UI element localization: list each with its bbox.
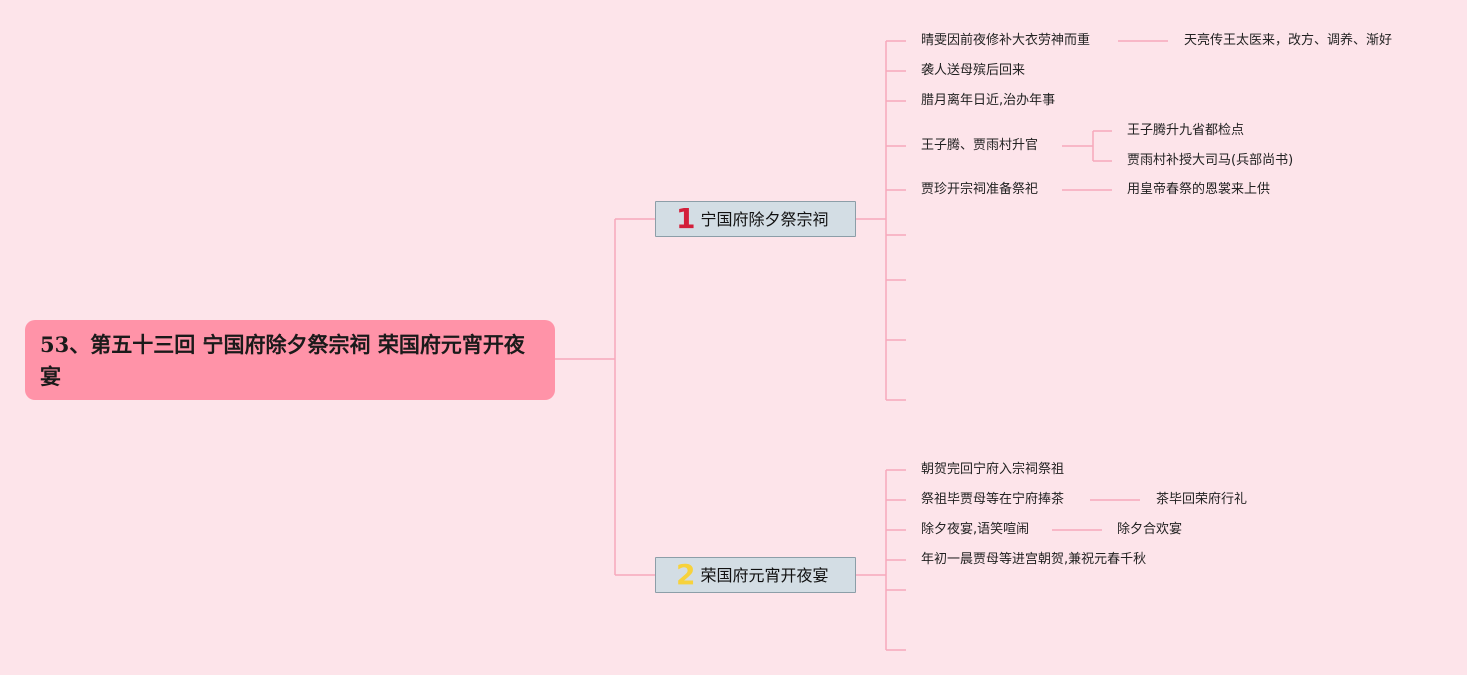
detail-node[interactable]: 贾雨村补授大司马(兵部尚书) — [1127, 153, 1294, 168]
detail-node[interactable]: 除夕合欢宴 — [1117, 522, 1183, 537]
subtopic[interactable]: 朝贺完回宁府入宗祠祭祖 — [921, 462, 1065, 477]
number-1-icon: 1 — [676, 202, 696, 235]
detail-node[interactable]: 用皇帝春祭的恩裳来上供 — [1127, 182, 1271, 197]
topic-1-label: 宁国府除夕祭宗祠 — [700, 210, 829, 229]
subtopic[interactable]: 年初一晨贾母等进宫朝贺,兼祝元春千秋 — [921, 552, 1147, 567]
subtopic[interactable]: 贾珍开宗祠准备祭祀 — [921, 182, 1039, 197]
number-2-icon: 2 — [676, 558, 696, 591]
topic-2-label: 荣国府元宵开夜宴 — [700, 566, 829, 585]
subtopic[interactable]: 祭祖毕贾母等在宁府捧茶 — [921, 492, 1065, 507]
subtopic[interactable]: 晴雯因前夜修补大衣劳神而重 — [921, 33, 1091, 48]
detail-node[interactable]: 王子腾升九省都检点 — [1127, 123, 1245, 138]
subtopic[interactable]: 除夕夜宴,语笑喧闹 — [921, 522, 1030, 537]
subtopic[interactable]: 袭人送母殡后回来 — [921, 63, 1026, 78]
detail-node[interactable]: 天亮传王太医来，改方、调养、渐好 — [1184, 33, 1393, 48]
detail-node[interactable]: 茶毕回荣府行礼 — [1156, 492, 1248, 507]
root-topic[interactable]: 53、第五十三回 宁国府除夕祭宗祠 荣国府元宵开夜宴 — [25, 320, 555, 400]
subtopic[interactable]: 王子腾、贾雨村升官 — [921, 138, 1039, 153]
subtopic[interactable]: 腊月离年日近,治办年事 — [921, 93, 1056, 108]
